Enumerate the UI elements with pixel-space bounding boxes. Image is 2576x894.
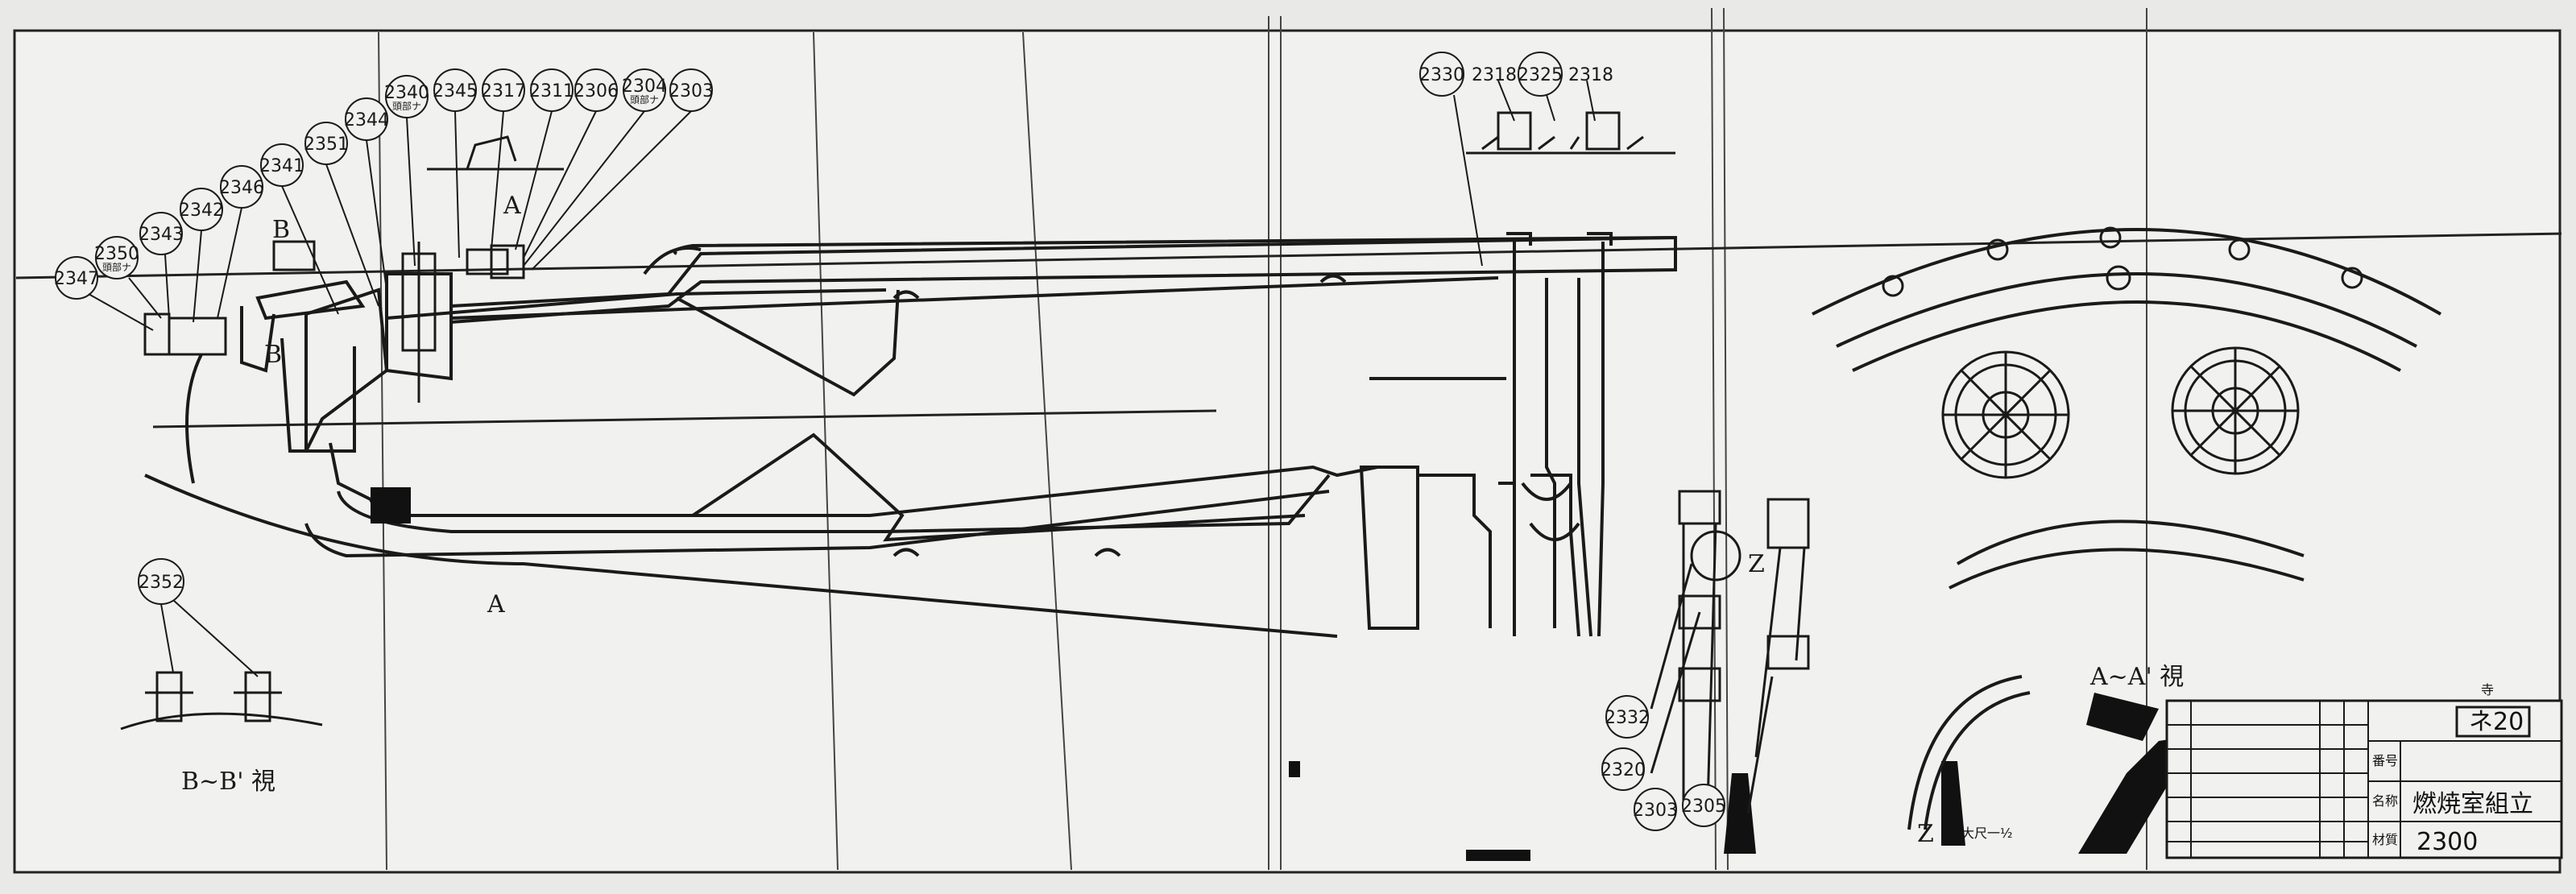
scale-note: 大尺一½ <box>1961 826 2013 841</box>
callout-2332: 2332 <box>1605 708 1650 728</box>
callout-2305: 2305 <box>1681 797 1726 817</box>
callout-2347: 2347 <box>54 269 99 289</box>
part-number: 2300 <box>2417 828 2478 856</box>
grid-lines <box>378 7 2147 871</box>
section-mark-z-bottom: Z <box>1917 820 1934 848</box>
callout-2341: 2341 <box>259 156 304 176</box>
zz-bolt-assembly <box>1650 490 1810 814</box>
aa-view-ring <box>1812 228 2441 830</box>
section-mark-b-bottom: B <box>264 341 282 369</box>
callout-2340: 2340 <box>384 83 429 103</box>
callout-2352: 2352 <box>139 573 184 593</box>
datum-lines <box>15 232 2562 428</box>
callout-leaders-top-right <box>1453 80 1596 267</box>
callout-bubbles-bottom-mid <box>1601 695 1725 831</box>
callout-note-2340: 頭部ナ <box>392 100 421 112</box>
callout-2304: 2304 <box>622 77 667 97</box>
callout-bubbles-left <box>55 68 713 300</box>
callout-leader-2352 <box>160 599 259 677</box>
drawing-title: 燃焼室組立 <box>2412 790 2533 818</box>
callout-2344: 2344 <box>344 110 389 130</box>
combustion-chamber-section <box>144 232 1677 638</box>
callout-2317: 2317 <box>481 81 526 101</box>
callout-2325: 2325 <box>1518 65 1563 85</box>
callout-leaders-left <box>88 110 692 331</box>
callout-2318-a: 2318 <box>1472 65 1517 85</box>
detail-view-a-bolt <box>427 135 564 171</box>
swirler-right <box>2171 346 2300 475</box>
detail-view-top-bolts <box>1466 111 1675 155</box>
callout-2345: 2345 <box>433 81 478 101</box>
callout-bubbles-top-right <box>1419 52 1563 97</box>
callout-2311: 2311 <box>529 81 574 101</box>
bb-view-label: B~B' 視 <box>181 768 275 796</box>
callout-2303: 2303 <box>669 81 714 101</box>
callout-note-2350: 頭部ナ <box>102 261 131 273</box>
row-label-number: 番号 <box>2372 753 2398 768</box>
section-mark-a-top: A <box>503 192 521 220</box>
callout-2350: 2350 <box>94 244 139 264</box>
section-mark-z-top: Z <box>1748 550 1765 578</box>
bolt-details <box>143 240 525 403</box>
aa-view-bolt-holes <box>1882 226 2363 297</box>
callout-2343: 2343 <box>139 225 184 245</box>
section-mark-a-bottom: A <box>487 590 505 619</box>
callout-2351: 2351 <box>304 135 349 155</box>
bb-view-detail <box>120 671 323 731</box>
callout-2342: 2342 <box>179 201 224 221</box>
row-label-name: 名称 <box>2372 793 2398 809</box>
callout-2330: 2330 <box>1419 65 1464 85</box>
drawing-number: ネ20 <box>2469 708 2524 736</box>
section-mark-b-top: B <box>272 216 290 244</box>
row-label-material: 材質 <box>2372 832 2398 847</box>
title-block-header-note: 寺 <box>2481 682 2494 697</box>
callout-2318-b: 2318 <box>1568 65 1613 85</box>
swirler-left <box>1941 350 2070 479</box>
aa-view-label: A~A' 視 <box>2089 663 2184 691</box>
callout-2320: 2320 <box>1601 760 1646 780</box>
callout-2306: 2306 <box>574 81 619 101</box>
callout-2346: 2346 <box>219 178 264 198</box>
callout-note-2304: 頭部ナ <box>630 93 659 106</box>
title-block <box>2165 699 2563 859</box>
callout-2303-bottom: 2303 <box>1633 801 1678 821</box>
callout-labels-left: 23472350頭部ナ2343234223462341235123442340頭… <box>54 77 714 289</box>
